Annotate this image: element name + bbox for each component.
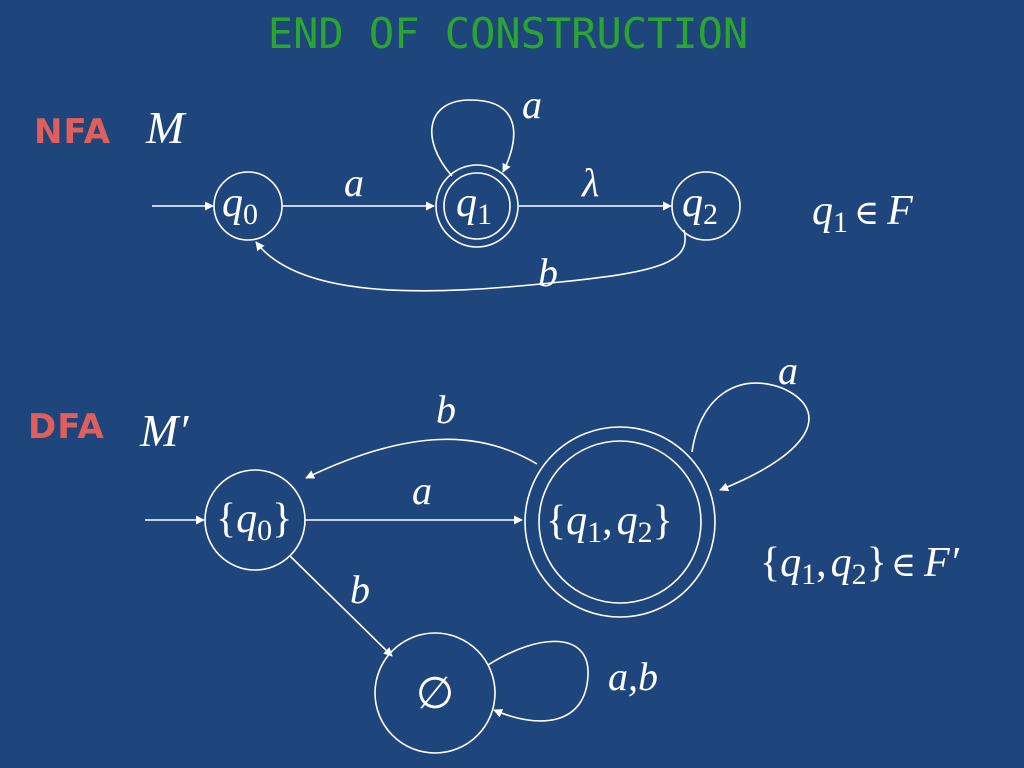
nfa-state-q2-subscript: 2 bbox=[703, 198, 718, 231]
dfa-final-separator: , bbox=[816, 540, 827, 586]
dfa-edge-q0-q1q2-label: a bbox=[412, 468, 432, 513]
dfa-final-subscript2: 2 bbox=[852, 558, 867, 591]
dfa-loop-empty-label: a,b bbox=[608, 654, 658, 699]
nfa-state-q1-outer bbox=[435, 164, 519, 248]
nfa-edge-q2-q0-label: b bbox=[538, 250, 558, 295]
dfa-edge-q0-empty bbox=[289, 555, 393, 657]
svg-text:{q1,q2}: {q1,q2} bbox=[546, 498, 673, 549]
nfa-loop-q1 bbox=[430, 99, 515, 177]
dfa-state-q0: {q0} bbox=[204, 469, 306, 571]
nfa-edge-q0-q1-label: a bbox=[344, 160, 364, 205]
nfa-state-q0-symbol: q bbox=[222, 180, 243, 226]
dfa-final-set-name: F′ bbox=[923, 540, 960, 586]
dfa-state-q1q2-open-brace: { bbox=[546, 498, 566, 544]
dfa-state-q1q2: {q1,q2} bbox=[524, 426, 716, 618]
dfa-final-relation: ∈ bbox=[891, 547, 916, 584]
dfa-final-symbol1: q bbox=[780, 540, 801, 586]
dfa-edge-q1q2-q0-label: b bbox=[436, 387, 456, 432]
svg-text:q1: q1 bbox=[456, 180, 492, 231]
nfa-tag: NFA bbox=[34, 112, 111, 152]
dfa-edge-q1q2-q0 bbox=[305, 438, 538, 479]
svg-text:{q0}: {q0} bbox=[216, 496, 292, 547]
dfa-final-close-brace: } bbox=[867, 540, 887, 586]
nfa-edge-q2-q0 bbox=[255, 229, 686, 292]
dfa-state-q0-subscript: 0 bbox=[257, 514, 272, 547]
nfa-final-q-symbol: q bbox=[812, 188, 833, 234]
dfa-final-set: {q1,q2}∈F′ bbox=[760, 540, 960, 591]
nfa-state-q1: q1 bbox=[435, 164, 519, 248]
dfa-state-q0-symbol: q bbox=[236, 496, 257, 542]
svg-text:q0: q0 bbox=[222, 180, 258, 231]
dfa-loop-q1q2 bbox=[691, 382, 810, 492]
dfa-state-q1q2-symbol1: q bbox=[566, 498, 587, 544]
nfa-state-q1-inner bbox=[443, 172, 511, 240]
dfa-state-q0-open-brace: { bbox=[216, 496, 236, 542]
dfa-state-empty: ∅ bbox=[374, 632, 496, 754]
dfa-state-empty-circle bbox=[374, 632, 496, 754]
slide-title: END OF CONSTRUCTION bbox=[268, 9, 748, 58]
dfa-final-symbol2: q bbox=[831, 540, 852, 586]
dfa-machine-name: M′ bbox=[139, 405, 189, 456]
nfa-machine-name: M bbox=[145, 102, 187, 153]
dfa-loop-q1q2-label: a bbox=[778, 348, 798, 393]
dfa-state-q1q2-separator: , bbox=[602, 498, 613, 544]
nfa-edge-q1-q2-label: λ bbox=[581, 160, 599, 205]
nfa-state-q2-circle bbox=[671, 171, 741, 241]
dfa-state-q1q2-subscript2: 2 bbox=[638, 516, 653, 549]
dfa-state-q1q2-close-brace: } bbox=[653, 498, 673, 544]
dfa-state-q1q2-subscript1: 1 bbox=[587, 516, 602, 549]
nfa-final-relation: ∈ bbox=[854, 195, 879, 232]
nfa-state-q1-subscript: 1 bbox=[477, 198, 492, 231]
svg-text:q2: q2 bbox=[682, 180, 718, 231]
nfa-state-q0-subscript: 0 bbox=[243, 198, 258, 231]
dfa-edge-q0-empty-label: b bbox=[350, 567, 370, 612]
nfa-final-set-name: F bbox=[886, 188, 913, 234]
nfa-state-q2-symbol: q bbox=[682, 180, 703, 226]
dfa-state-empty-symbol: ∅ bbox=[416, 669, 454, 718]
dfa-tag: DFA bbox=[28, 407, 105, 447]
dfa-final-subscript1: 1 bbox=[801, 558, 816, 591]
dfa-state-q0-close-brace: } bbox=[272, 496, 292, 542]
nfa-state-q1-symbol: q bbox=[456, 180, 477, 226]
dfa-state-q1q2-symbol2: q bbox=[617, 498, 638, 544]
nfa-state-q0: q0 bbox=[213, 171, 283, 241]
nfa-final-q-subscript: 1 bbox=[833, 206, 848, 239]
nfa-final-set: q1∈F bbox=[812, 188, 913, 239]
nfa-state-q2: q2 bbox=[671, 171, 741, 241]
dfa-state-q1q2-outer bbox=[524, 426, 716, 618]
nfa-loop-q1-label: a bbox=[522, 82, 542, 127]
dfa-final-open-brace: { bbox=[760, 540, 780, 586]
dfa-state-q1q2-inner bbox=[538, 440, 702, 604]
dfa-loop-empty bbox=[487, 640, 589, 722]
